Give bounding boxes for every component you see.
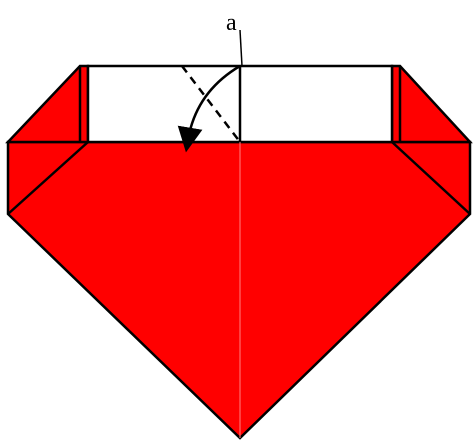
right-body-edge [391, 141, 471, 215]
left-flap [5, 64, 90, 144]
fold-arrow [177, 64, 241, 153]
paper-body [6, 140, 472, 440]
right-flap [390, 64, 473, 144]
label-leader-line [239, 29, 243, 67]
valley-fold-line [181, 65, 241, 143]
point-label-a: a [226, 10, 237, 36]
left-body-edge [7, 141, 89, 215]
